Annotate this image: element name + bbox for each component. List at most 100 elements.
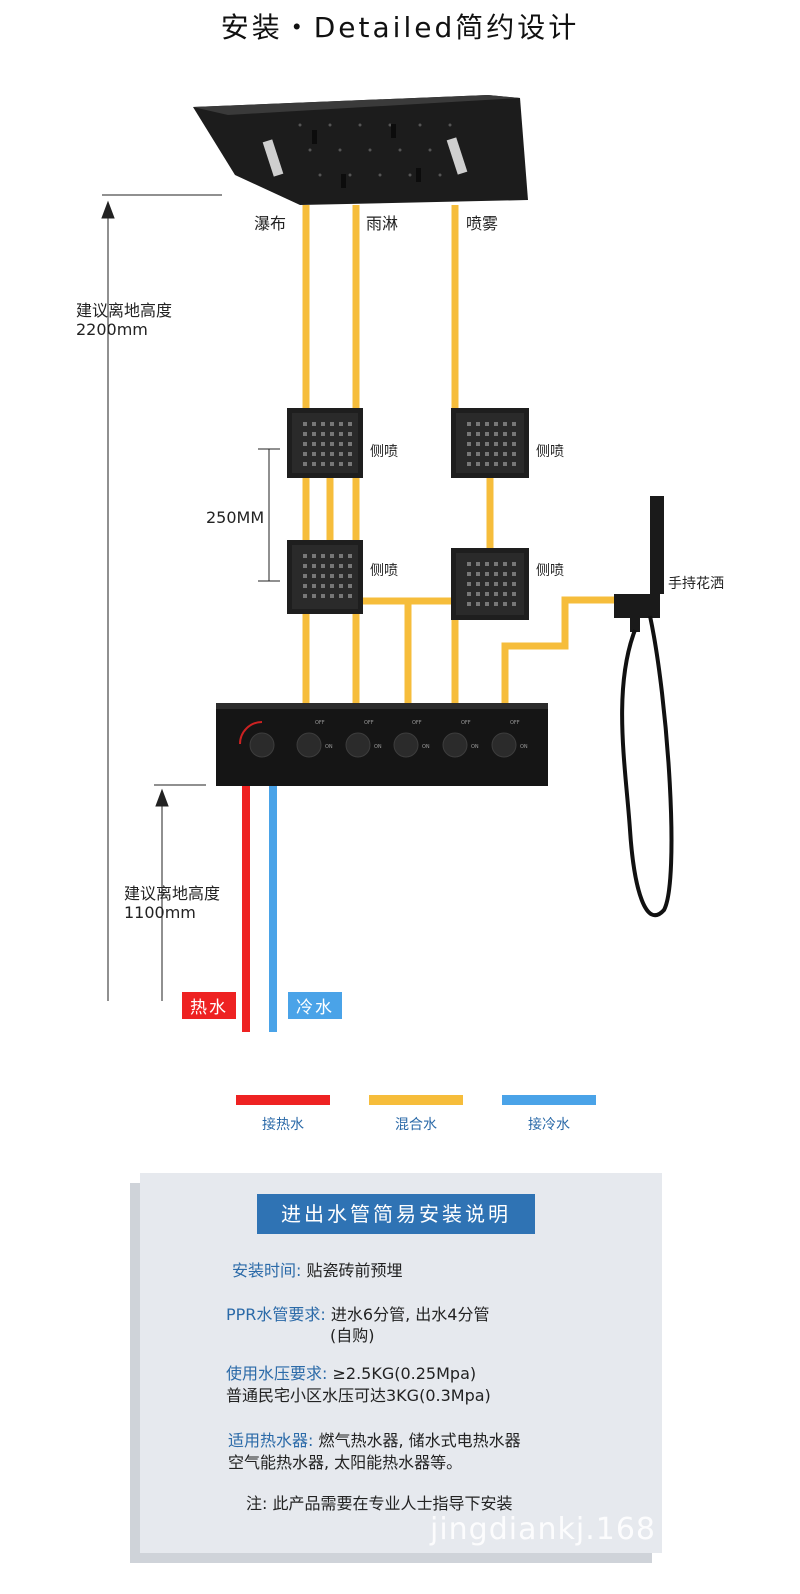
nozzle-dot [339,432,343,436]
nozzle-dot [312,564,316,568]
ppr-row: PPR水管要求: 进水6分管, 出水4分管 [226,1301,489,1325]
nozzle-dot [321,554,325,558]
nozzle-dot [503,452,507,456]
legend-swatch-hot [236,1095,330,1105]
nozzle-dot [467,562,471,566]
instruction-panel [140,1173,662,1553]
nozzle-dot [321,564,325,568]
label-side-spray: 侧喷 [536,563,564,579]
valve-on-label: ON [325,744,333,750]
nozzle-dot [303,564,307,568]
nozzle-dot [494,462,498,466]
nozzle-dot [303,554,307,558]
label-mist: 喷雾 [466,214,499,233]
nozzle-dot [485,592,489,596]
nozzle-dot [330,422,334,426]
nozzle-dot [467,582,471,586]
nozzle-dot [467,462,471,466]
temperature-knob [249,732,275,758]
nozzle-dot [494,442,498,446]
nozzle-dot [494,602,498,606]
watermark: jingdiankj.168 [430,1512,657,1547]
heater-note: 空气能热水器, 太阳能热水器等。 [228,1453,463,1472]
nozzle-dot [339,442,343,446]
nozzle-dot [485,572,489,576]
label-side-spray: 侧喷 [370,444,398,460]
valve-off-label: OFF [315,720,325,726]
ppr-value: 进水6分管, 出水4分管 [330,1305,490,1324]
valve-off-label: OFF [461,720,471,726]
nozzle-dot [330,554,334,558]
nozzle-dot [312,462,316,466]
nozzle-dot [303,594,307,598]
nozzle-dot [494,452,498,456]
nozzle-dot [476,602,480,606]
nozzle-dot [476,442,480,446]
legend-swatch-cold [502,1095,596,1105]
nozzle-dot [312,574,316,578]
valve-on-label: ON [471,744,479,750]
nozzle-dot [467,422,471,426]
nozzle-dot [503,582,507,586]
page-title: 安装・Detailed简约设计 [220,11,580,44]
nozzle-dot [485,442,489,446]
nozzle-dot [330,574,334,578]
nozzle-dot [339,574,343,578]
nozzle-dot [303,442,307,446]
body-jet-lower-right [451,548,529,620]
label-side-spray: 侧喷 [536,444,564,460]
panel-heading: 进出水管简易安装说明 [257,1194,535,1234]
nozzle-dot [303,422,307,426]
nozzle-dot [321,574,325,578]
nozzle-dot [321,584,325,588]
nozzle-dot [485,562,489,566]
legend-label-mixed: 混合水 [395,1117,437,1133]
nozzle-dot [330,432,334,436]
warning-text: 注: 此产品需要在专业人士指导下安装 [246,1494,513,1513]
pressure-label: 使用水压要求: [226,1364,328,1383]
legend-swatch-mixed [369,1095,463,1105]
nozzle-dot [512,452,516,456]
nozzle-dot [485,602,489,606]
pressure-row: 使用水压要求: ≥2.5KG(0.25Mpa) [226,1360,476,1384]
nozzle-dot [467,592,471,596]
nozzle-dot [494,582,498,586]
nozzle-dot [321,442,325,446]
nozzle-dot [348,564,352,568]
nozzle-dot [512,592,516,596]
nozzle-dot [467,572,471,576]
valve-on-label: ON [520,744,528,750]
nozzle-dot [321,462,325,466]
nozzle-dot [348,452,352,456]
nozzle-dot [494,422,498,426]
ceiling-shower-head [193,95,528,205]
nozzle-dot [503,422,507,426]
nozzle-dot [512,582,516,586]
nozzle-dot [494,432,498,436]
nozzle-dot [485,432,489,436]
valve-off-label: OFF [364,720,374,726]
nozzle-dot [330,594,334,598]
nozzle-dot [512,562,516,566]
nozzle-dot [494,592,498,596]
nozzle-dot [476,572,480,576]
nozzle-dot [330,442,334,446]
nozzle-dot [312,432,316,436]
mixed-water-pipes [302,205,614,703]
spacing-label: 250MM [206,508,265,527]
nozzle-dot [503,592,507,596]
nozzle-dot [330,584,334,588]
nozzle-dot [476,562,480,566]
height-top-line1: 建议离地高度 [76,301,173,320]
nozzle-dot [303,462,307,466]
label-rain: 雨淋 [366,214,399,233]
nozzle-dot [312,554,316,558]
height-top-line2: 2200mm [76,320,148,339]
nozzle-dot [476,422,480,426]
cold-water-tag: 冷水 [288,992,342,1019]
nozzle-dot [485,422,489,426]
handheld-shower [614,496,674,918]
nozzle-dot [312,584,316,588]
